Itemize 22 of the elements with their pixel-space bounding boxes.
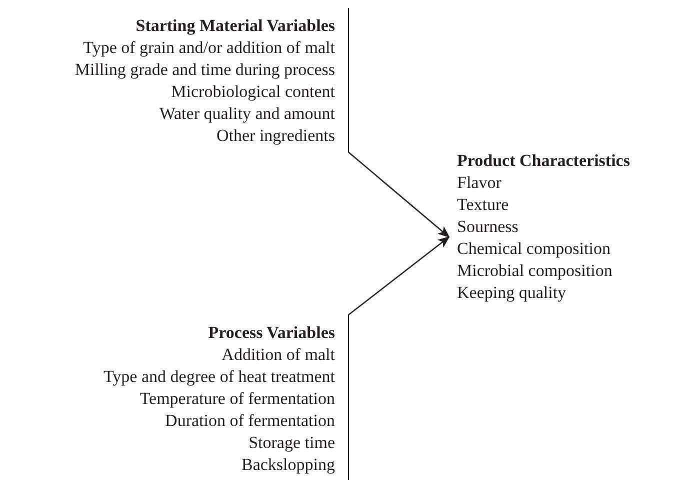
list-item: Chemical composition [457,238,610,260]
list-item: Type of grain and/or addition of malt [83,37,335,59]
group-heading: Process Variables [208,322,335,344]
group-heading: Starting Material Variables [136,15,335,37]
list-item: Texture [457,194,509,216]
list-item: Temperature of fermentation [140,388,335,410]
list-item: Microbial composition [457,260,612,282]
arrow [348,236,450,316]
list-item: Microbiological content [171,81,335,103]
list-item: Type and degree of heat treatment [103,366,335,388]
list-item: Sourness [457,216,518,238]
arrow [348,152,450,238]
list-item: Flavor [457,172,502,194]
list-item: Milling grade and time during process [74,59,335,81]
list-item: Water quality and amount [159,103,335,125]
list-item: Duration of fermentation [165,410,335,432]
list-item: Storage time [248,432,335,454]
list-item: Other ingredients [216,125,335,147]
list-item: Addition of malt [222,344,335,366]
list-item: Backslopping [242,454,335,476]
list-item: Keeping quality [457,282,566,304]
group-heading: Product Characteristics [457,150,630,172]
